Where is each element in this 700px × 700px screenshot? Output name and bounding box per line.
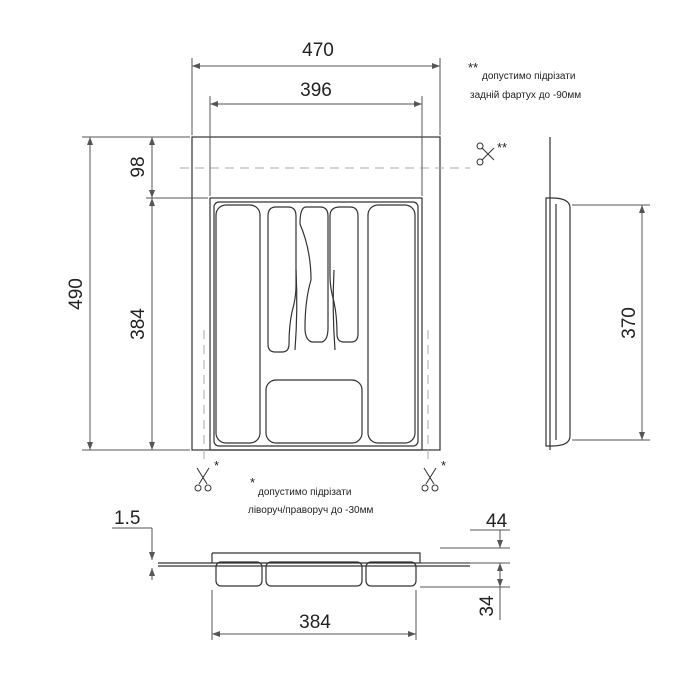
note-back-line1: допустимо підрізати xyxy=(482,71,575,82)
dim-384-horizontal: 384 xyxy=(299,612,331,633)
side-arrows xyxy=(639,205,645,440)
top-view xyxy=(191,136,441,451)
front-compartment-middle xyxy=(265,561,363,587)
inner-frame-lip xyxy=(213,201,419,447)
dim-490: 490 xyxy=(66,278,87,310)
front-arrows xyxy=(149,540,503,637)
outer-frame xyxy=(191,136,441,451)
note-side-line2: ліворуч/праворуч до -30мм xyxy=(248,505,373,516)
dim-34: 34 xyxy=(477,595,498,617)
note-side-line1: допустимо підрізати xyxy=(258,487,351,498)
top-arrows xyxy=(87,63,440,450)
side-dimensions xyxy=(572,204,650,441)
dim-1-5: 1.5 xyxy=(114,508,140,529)
front-compartment-right xyxy=(365,561,417,587)
note-side-star: * xyxy=(250,475,255,490)
dim-98: 98 xyxy=(128,156,149,177)
compartment-front xyxy=(265,379,363,444)
slot-divider xyxy=(294,269,336,351)
slot-2 xyxy=(299,206,329,343)
double-star-back: ** xyxy=(497,140,507,155)
compartment-left xyxy=(215,204,261,444)
front-view xyxy=(158,552,470,587)
side-view xyxy=(545,137,571,450)
front-dimensions xyxy=(112,527,510,640)
compartment-right xyxy=(367,204,416,444)
inner-frame xyxy=(209,197,423,451)
top-dimensions xyxy=(82,58,441,451)
scissors-icon-right xyxy=(421,467,439,492)
dim-470: 470 xyxy=(302,40,334,61)
front-compartment-left xyxy=(215,561,263,587)
star-right: * xyxy=(441,458,446,473)
dim-396: 396 xyxy=(300,80,332,101)
slot-1 xyxy=(267,206,297,353)
slot-3 xyxy=(329,206,359,343)
dim-44: 44 xyxy=(486,511,508,532)
scissors-icon-back xyxy=(476,142,495,166)
note-back-star: ** xyxy=(468,60,478,75)
scissors-icon-left xyxy=(194,467,212,492)
trim-lines xyxy=(180,167,470,462)
star-left: * xyxy=(214,458,219,473)
dim-370: 370 xyxy=(619,307,640,339)
note-back-line2: задній фартух до -90мм xyxy=(470,89,581,101)
dim-384-vertical: 384 xyxy=(128,308,149,340)
